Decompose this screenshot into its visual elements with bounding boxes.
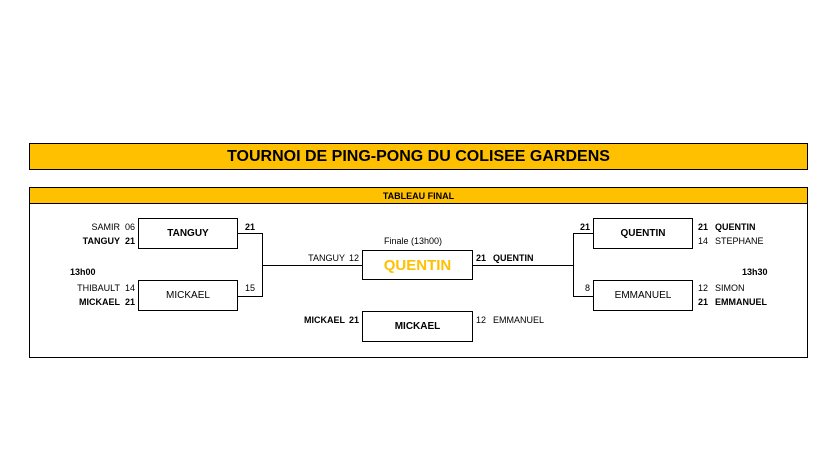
left-m2-winner-name: MICKAEL <box>166 290 210 301</box>
tournament-title: TOURNOI DE PING-PONG DU COLISEE GARDENS <box>29 143 808 170</box>
right-m2-p2-score: 21 <box>698 297 709 307</box>
left-m1-p2-score: 21 <box>125 236 136 246</box>
third-right-name: EMMANUEL <box>493 315 545 325</box>
right-m2-p1-score: 12 <box>698 283 709 293</box>
right-m1-winner-score: 21 <box>579 222 590 232</box>
champion-box: QUENTIN <box>362 250 473 280</box>
final-left-name: TANGUY <box>308 253 345 263</box>
right-m1-p2-score: 14 <box>698 236 709 246</box>
right-m1-winner-name: QUENTIN <box>620 228 666 239</box>
left-connector-final <box>262 265 362 266</box>
champion-name: QUENTIN <box>383 256 452 274</box>
section-header: TABLEAU FINAL <box>29 187 808 204</box>
left-m1-winner-score: 21 <box>245 222 256 232</box>
left-m2-p2-name: MICKAEL <box>79 297 120 307</box>
left-m1-p1-name: SAMIR <box>91 222 120 232</box>
right-m1-p1-name: QUENTIN <box>715 222 756 232</box>
right-connector-vertical <box>573 233 574 297</box>
left-m1-winner-name: TANGUY <box>167 228 209 239</box>
left-m2-winner-score: 15 <box>245 283 256 293</box>
third-left-name: MICKAEL <box>304 315 345 325</box>
left-m1-p2-name: TANGUY <box>82 236 120 246</box>
left-connector-bottom <box>238 296 262 297</box>
left-m2-winner-box: MICKAEL <box>138 280 238 311</box>
left-m2-p1-score: 14 <box>125 283 136 293</box>
right-m1-p2-name: STEPHANE <box>715 236 764 246</box>
final-right-score: 21 <box>476 253 487 263</box>
right-connector-final <box>473 265 573 266</box>
right-m1-p1-score: 21 <box>698 222 709 232</box>
tournament-title-text: TOURNOI DE PING-PONG DU COLISEE GARDENS <box>227 147 610 165</box>
right-time: 13h30 <box>742 267 768 277</box>
right-m2-winner-name: EMMANUEL <box>614 290 672 301</box>
right-m2-p1-name: SIMON <box>715 283 745 293</box>
right-m2-winner-box: EMMANUEL <box>593 280 693 311</box>
right-connector-top <box>573 233 593 234</box>
left-time: 13h00 <box>70 267 96 277</box>
right-connector-bottom <box>573 296 593 297</box>
third-left-score: 21 <box>349 315 360 325</box>
final-label: Finale (13h00) <box>384 236 443 246</box>
left-m1-winner-box: TANGUY <box>138 218 238 249</box>
right-m2-winner-score: 8 <box>584 283 590 293</box>
third-place-winner: MICKAEL <box>394 321 441 332</box>
left-connector-top <box>238 233 262 234</box>
left-m1-p1-score: 06 <box>125 222 136 232</box>
section-header-text: TABLEAU FINAL <box>382 190 455 201</box>
left-m2-p2-score: 21 <box>125 297 136 307</box>
final-left-score: 12 <box>349 253 360 263</box>
right-m2-p2-name: EMMANUEL <box>715 297 767 307</box>
third-right-score: 12 <box>476 315 487 325</box>
left-m2-p1-name: THIBAULT <box>77 283 120 293</box>
final-right-name: QUENTIN <box>493 253 534 263</box>
right-m1-winner-box: QUENTIN <box>593 218 693 249</box>
third-place-box: MICKAEL <box>362 311 473 342</box>
